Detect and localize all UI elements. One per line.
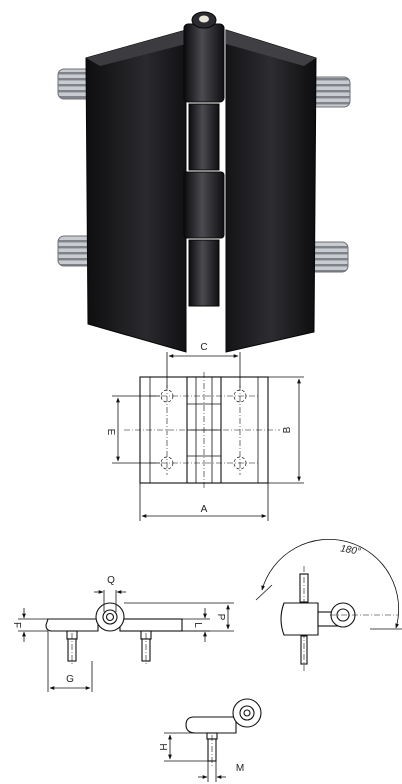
dim-label-h: H bbox=[157, 743, 168, 750]
dim-label-e: E bbox=[105, 429, 116, 436]
knuckle-3 bbox=[183, 171, 225, 239]
right-leaf-top-edge bbox=[226, 30, 316, 66]
dim-label-q: Q bbox=[107, 575, 115, 586]
right-leaf bbox=[225, 29, 317, 353]
rotation-view-drawing: 180° bbox=[255, 538, 402, 672]
rotation-angle-label: 180° bbox=[339, 543, 361, 557]
knuckle-4 bbox=[188, 239, 220, 307]
dim-label-a: A bbox=[201, 504, 208, 515]
knuckle-2 bbox=[188, 103, 220, 171]
rotation-body bbox=[280, 602, 319, 636]
side-view-drawing: Q F G L P bbox=[11, 575, 234, 692]
side-left-leaf bbox=[45, 618, 99, 632]
dim-label-b: B bbox=[282, 426, 293, 433]
stud-bottom-right bbox=[309, 241, 349, 273]
knuckle-1 bbox=[183, 23, 225, 103]
dim-label-c: C bbox=[200, 342, 207, 353]
bottom-leaf bbox=[185, 716, 237, 734]
pin-head bbox=[199, 15, 209, 23]
dim-label-f: F bbox=[11, 622, 22, 628]
hinge-product-image bbox=[57, 11, 351, 353]
rotation-arc bbox=[261, 538, 400, 629]
left-leaf bbox=[85, 29, 187, 353]
dim-label-l: L bbox=[192, 622, 203, 628]
dim-label-p: P bbox=[215, 614, 226, 621]
front-view-drawing: C E B A bbox=[105, 342, 304, 521]
dim-label-m: M bbox=[236, 763, 244, 774]
dim-label-g: G bbox=[66, 674, 74, 685]
side-right-leaf bbox=[119, 618, 183, 632]
left-leaf-top-edge bbox=[86, 30, 186, 66]
stud-top-right bbox=[311, 76, 351, 108]
bottom-view-drawing: H M bbox=[157, 698, 262, 782]
